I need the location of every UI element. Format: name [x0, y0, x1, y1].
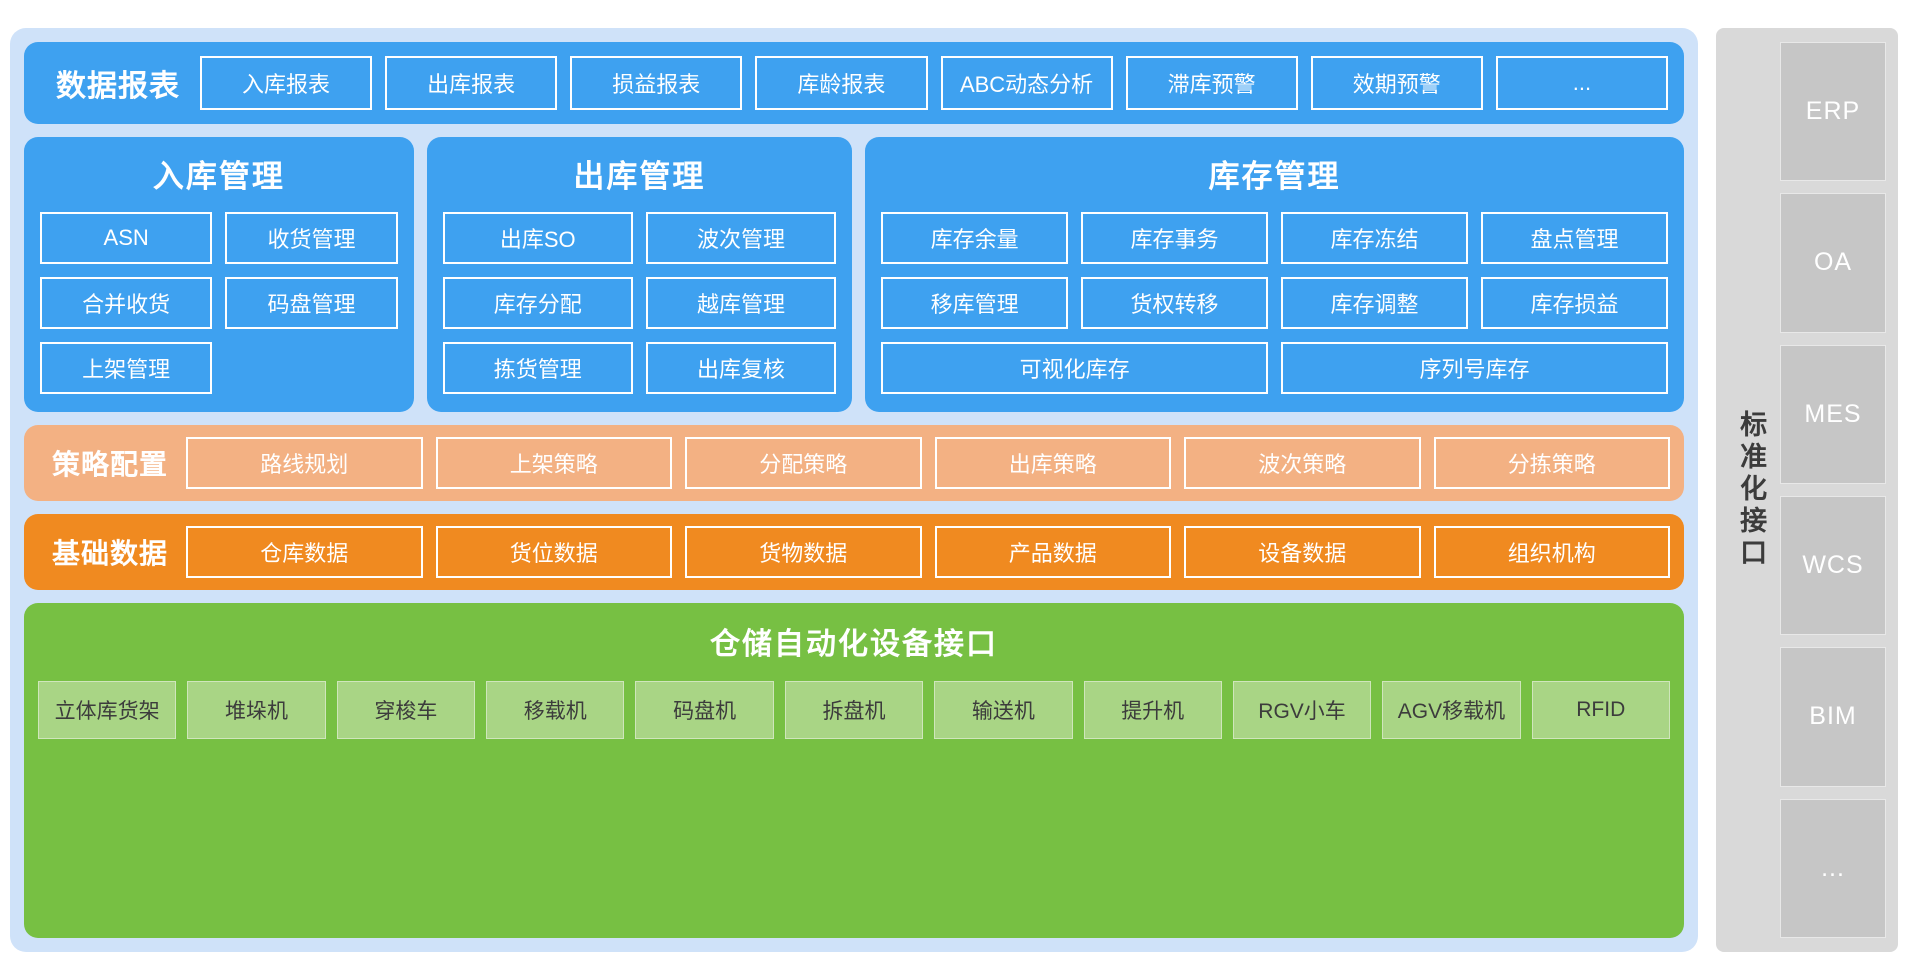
- base-data-title: 基础数据: [52, 538, 169, 569]
- strategy-chip-sorting[interactable]: 分拣策略: [1433, 437, 1671, 489]
- stock-chip-adjustment[interactable]: 库存调整: [1281, 277, 1469, 329]
- equipment-chip-shuttle[interactable]: 穿梭车: [336, 681, 476, 739]
- basedata-chip-product[interactable]: 产品数据: [934, 526, 1172, 578]
- inbound-chip-palletizing[interactable]: 码盘管理: [225, 277, 398, 329]
- inbound-chip-asn[interactable]: ASN: [40, 212, 213, 264]
- interface-chip-wcs[interactable]: WCS: [1780, 495, 1886, 636]
- management-cards-row: 入库管理 ASN 收货管理 合并收货 码盘管理 上架管理 出库管理 出库SO 波…: [24, 137, 1684, 412]
- outbound-management-title: 出库管理: [573, 159, 706, 194]
- inbound-chip-putaway[interactable]: 上架管理: [40, 342, 213, 394]
- automation-equipment-title: 仓储自动化设备接口: [710, 628, 998, 661]
- outbound-chip-so[interactable]: 出库SO: [442, 212, 633, 264]
- strategy-chip-outbound[interactable]: 出库策略: [934, 437, 1172, 489]
- stock-management-title: 库存管理: [1208, 159, 1341, 194]
- base-data-band: 基础数据 仓库数据 货位数据 货物数据 产品数据 设备数据 组织机构: [24, 514, 1684, 590]
- basedata-chip-equipment[interactable]: 设备数据: [1184, 526, 1421, 578]
- equipment-chip-rgv[interactable]: RGV小车: [1232, 681, 1372, 739]
- outbound-chip-wave[interactable]: 波次管理: [645, 212, 837, 264]
- data-reports-title: 数据报表: [56, 70, 180, 103]
- outbound-chip-recheck[interactable]: 出库复核: [645, 342, 837, 394]
- data-reports-band: 数据报表 入库报表 出库报表 损益报表 库龄报表 ABC动态分析 滞库预警 效期…: [24, 42, 1684, 124]
- stock-management-card: 库存管理 库存余量 库存事务 库存冻结 盘点管理 移库管理 货权转移 库存调整 …: [865, 137, 1684, 412]
- interface-chip-oa[interactable]: OA: [1780, 193, 1886, 333]
- report-chip-profit-loss[interactable]: 损益报表: [570, 56, 743, 110]
- basedata-chip-location[interactable]: 货位数据: [435, 526, 673, 578]
- interface-chip-erp[interactable]: ERP: [1780, 42, 1886, 182]
- strategy-config-items: 路线规划 上架策略 分配策略 出库策略 波次策略 分拣策略: [186, 437, 1671, 489]
- strategy-chip-route-planning[interactable]: 路线规划: [186, 437, 423, 489]
- strategy-chip-putaway[interactable]: 上架策略: [435, 437, 673, 489]
- equipment-chip-conveyor[interactable]: 输送机: [934, 681, 1073, 739]
- stock-chip-ownership-transfer[interactable]: 货权转移: [1081, 277, 1269, 329]
- stock-chip-transfer[interactable]: 移库管理: [881, 277, 1069, 329]
- standard-interface-sidebar: 标准化接口 ERP OA MES WCS BIM ...: [1716, 28, 1898, 952]
- equipment-chip-stacker[interactable]: 堆垛机: [187, 681, 326, 739]
- inbound-management-title: 入库管理: [152, 159, 285, 194]
- equipment-chip-palletizer[interactable]: 码盘机: [635, 681, 774, 739]
- basedata-chip-organization[interactable]: 组织机构: [1433, 526, 1671, 578]
- equipment-chip-depalletizer[interactable]: 拆盘机: [784, 681, 924, 739]
- outbound-chip-picking[interactable]: 拣货管理: [442, 342, 633, 394]
- stock-chip-counting[interactable]: 盘点管理: [1481, 212, 1668, 264]
- strategy-chip-wave[interactable]: 波次策略: [1184, 437, 1421, 489]
- automation-equipment-band: 仓储自动化设备接口 立体库货架 堆垛机 穿梭车 移载机 码盘机 拆盘机 输送机 …: [24, 603, 1684, 938]
- equipment-chip-lifter[interactable]: 提升机: [1083, 681, 1222, 739]
- interface-chip-mes[interactable]: MES: [1780, 344, 1886, 484]
- standard-interface-items: ERP OA MES WCS BIM ...: [1780, 42, 1886, 938]
- outbound-management-grid: 出库SO 波次管理 库存分配 越库管理 拣货管理 出库复核: [442, 212, 837, 394]
- report-chip-inbound[interactable]: 入库报表: [200, 56, 373, 110]
- report-chip-stagnant-alert[interactable]: 滞库预警: [1125, 56, 1298, 110]
- data-reports-items: 入库报表 出库报表 损益报表 库龄报表 ABC动态分析 滞库预警 效期预警 ..…: [200, 56, 1668, 110]
- strategy-config-title: 策略配置: [52, 449, 169, 480]
- strategy-chip-allocation[interactable]: 分配策略: [685, 437, 922, 489]
- stock-chip-profit-loss[interactable]: 库存损益: [1481, 277, 1668, 329]
- stock-chip-balance[interactable]: 库存余量: [881, 212, 1069, 264]
- report-chip-abc-analysis[interactable]: ABC动态分析: [940, 56, 1113, 110]
- report-chip-more[interactable]: ...: [1495, 56, 1668, 110]
- strategy-config-band: 策略配置 路线规划 上架策略 分配策略 出库策略 波次策略 分拣策略: [24, 425, 1684, 501]
- inbound-chip-receiving[interactable]: 收货管理: [225, 212, 398, 264]
- standard-interface-label: 标准化接口: [1728, 42, 1774, 938]
- interface-chip-more[interactable]: ...: [1780, 798, 1886, 938]
- report-chip-expiry-alert[interactable]: 效期预警: [1310, 56, 1483, 110]
- standard-interface-label-text: 标准化接口: [1736, 410, 1767, 570]
- report-chip-outbound[interactable]: 出库报表: [385, 56, 558, 110]
- basedata-chip-warehouse[interactable]: 仓库数据: [186, 526, 423, 578]
- wms-main-panel: 数据报表 入库报表 出库报表 损益报表 库龄报表 ABC动态分析 滞库预警 效期…: [10, 28, 1698, 952]
- base-data-items: 仓库数据 货位数据 货物数据 产品数据 设备数据 组织机构: [186, 526, 1671, 578]
- stock-chip-transaction[interactable]: 库存事务: [1081, 212, 1269, 264]
- outbound-chip-crossdock[interactable]: 越库管理: [645, 277, 837, 329]
- equipment-chip-asrs-rack[interactable]: 立体库货架: [38, 681, 177, 739]
- inbound-chip-merge-receiving[interactable]: 合并收货: [40, 277, 213, 329]
- equipment-chip-agv[interactable]: AGV移载机: [1382, 681, 1521, 739]
- inbound-management-grid: ASN 收货管理 合并收货 码盘管理 上架管理: [40, 212, 398, 394]
- report-chip-stock-age[interactable]: 库龄报表: [755, 56, 928, 110]
- stock-chip-freeze[interactable]: 库存冻结: [1281, 212, 1469, 264]
- basedata-chip-goods[interactable]: 货物数据: [685, 526, 922, 578]
- stock-management-grid: 库存余量 库存事务 库存冻结 盘点管理 移库管理 货权转移 库存调整 库存损益 …: [881, 212, 1668, 394]
- outbound-chip-allocation[interactable]: 库存分配: [442, 277, 633, 329]
- interface-chip-bim[interactable]: BIM: [1780, 647, 1886, 787]
- equipment-chip-transfer-machine[interactable]: 移载机: [486, 681, 625, 739]
- equipment-chip-rfid[interactable]: RFID: [1531, 681, 1670, 739]
- automation-equipment-items: 立体库货架 堆垛机 穿梭车 移载机 码盘机 拆盘机 输送机 提升机 RGV小车 …: [38, 681, 1670, 739]
- stock-chip-serial-inventory[interactable]: 序列号库存: [1281, 342, 1668, 394]
- outbound-management-card: 出库管理 出库SO 波次管理 库存分配 越库管理 拣货管理 出库复核: [426, 137, 853, 412]
- inbound-management-card: 入库管理 ASN 收货管理 合并收货 码盘管理 上架管理: [24, 137, 414, 412]
- stock-chip-visual-inventory[interactable]: 可视化库存: [881, 342, 1269, 394]
